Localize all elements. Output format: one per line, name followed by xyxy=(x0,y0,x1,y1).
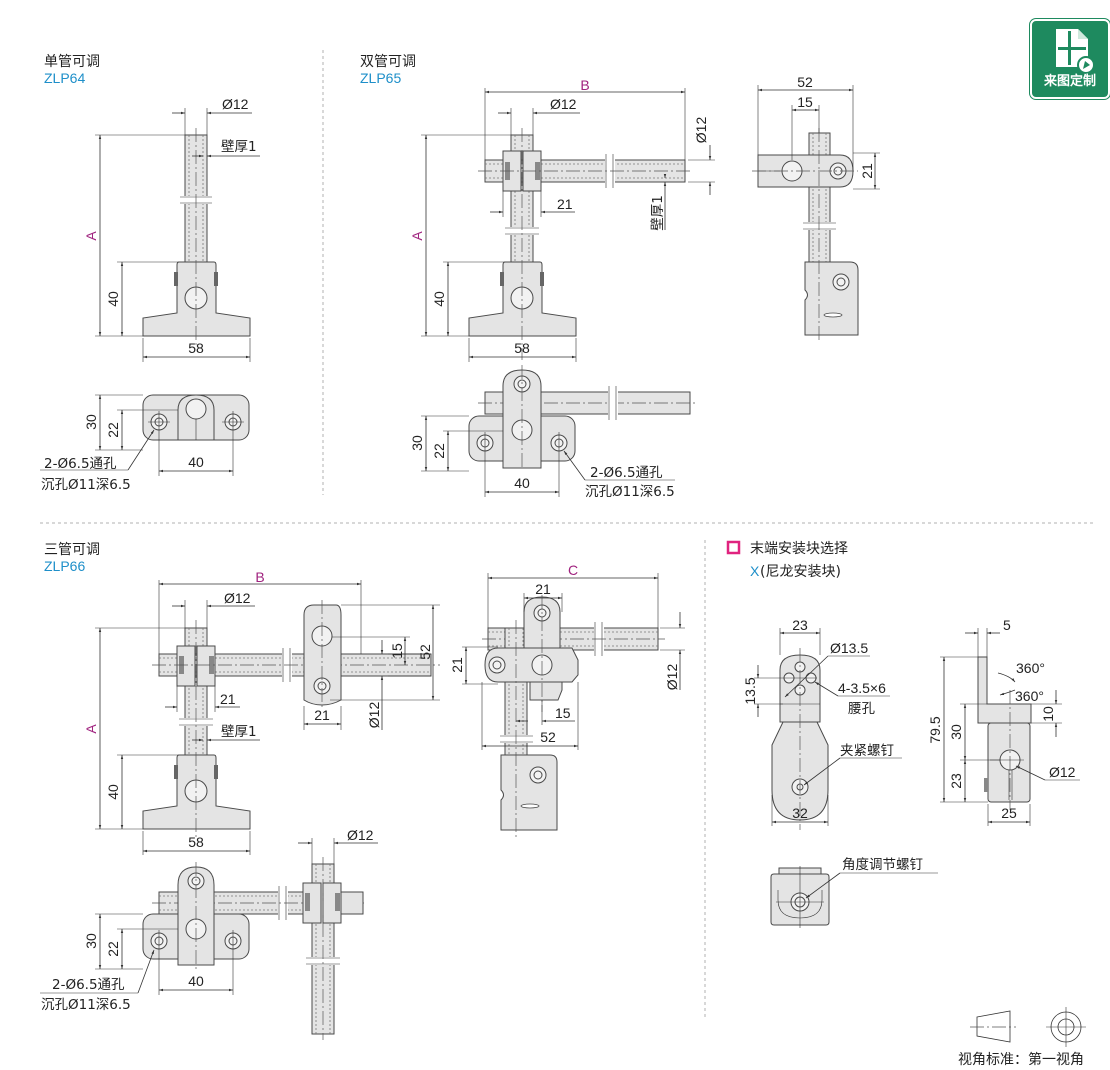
selection-marker-icon xyxy=(726,540,741,555)
product-code: ZLP66 xyxy=(44,558,85,574)
dim-side-21-left: 21 xyxy=(449,657,465,673)
side-view: C 21 21 15 52 Ø12 xyxy=(449,562,685,838)
dim-21: 21 xyxy=(220,691,236,707)
end-block-front-view: 23 Ø13.5 13.5 4-3.5×6 腰孔 夹紧螺钉 32 xyxy=(742,617,902,830)
dim-diameter-13-5: Ø13.5 xyxy=(830,640,868,656)
badge-label: 来图定制 xyxy=(1043,74,1096,89)
dim-22: 22 xyxy=(105,422,121,438)
dim-22: 22 xyxy=(431,443,447,459)
rotation-360-inner: 360° xyxy=(1015,688,1044,704)
side-view: 52 15 21 xyxy=(752,74,880,340)
dim-21: 21 xyxy=(557,196,573,212)
end-block-side-view: 5 360° 360° 79.5 30 23 10 Ø12 xyxy=(927,617,1080,826)
dim-side-15: 15 xyxy=(555,705,571,721)
dim-wall-thickness: 壁厚1 xyxy=(221,139,257,155)
dim-clamp-15: 15 xyxy=(389,643,405,659)
dim-32: 32 xyxy=(792,805,808,821)
dim-13-5: 13.5 xyxy=(742,677,758,704)
dim-height-40: 40 xyxy=(105,291,121,307)
dim-height-40: 40 xyxy=(105,784,121,800)
option-description: (尼龙安装块) xyxy=(760,564,841,580)
dim-A: A xyxy=(83,231,99,241)
dim-diameter: Ø12 xyxy=(222,96,249,112)
dim-wall-thickness: 壁厚1 xyxy=(221,724,257,740)
dim-width-58: 58 xyxy=(188,834,204,850)
dim-23: 23 xyxy=(948,773,964,789)
hole-note-line2: 沉孔Ø11深6.5 xyxy=(41,997,131,1013)
angle-screw-label: 角度调节螺钉 xyxy=(842,857,923,873)
section-zlp65: 双管可调 ZLP65 B Ø12 xyxy=(360,54,880,500)
product-code: ZLP64 xyxy=(44,70,85,86)
custom-drawing-icon xyxy=(1056,29,1095,74)
section-zlp66: 三管可调 ZLP66 B xyxy=(40,542,685,1040)
first-angle-circle-icon xyxy=(1046,1007,1086,1047)
rotation-360-outer: 360° xyxy=(1016,660,1045,676)
dim-23: 23 xyxy=(792,617,808,633)
section-title: 双管可调 xyxy=(360,54,416,70)
hole-note-line2: 沉孔Ø11深6.5 xyxy=(41,477,131,493)
dim-40: 40 xyxy=(188,973,204,989)
dim-22: 22 xyxy=(105,941,121,957)
dim-40: 40 xyxy=(514,475,530,491)
dim-clamp-52: 52 xyxy=(417,644,433,660)
top-view: Ø12 30 22 40 2-Ø6.5通孔 沉孔Ø11深6.5 xyxy=(40,827,378,1040)
dim-B: B xyxy=(580,77,589,93)
dim-21: 21 xyxy=(859,163,875,179)
hole-note-line1: 2-Ø6.5通孔 xyxy=(590,465,663,481)
dim-width-58: 58 xyxy=(514,340,530,356)
dim-side-21-top: 21 xyxy=(535,581,551,597)
product-code: ZLP65 xyxy=(360,70,401,86)
front-view: B Ø12 21 Ø12 壁厚1 A 40 xyxy=(409,77,715,362)
section-end-block: 末端安装块选择 X (尼龙安装块) 23 Ø13.5 13.5 xyxy=(726,540,1080,928)
projection-label: 视角标准：第一视角 xyxy=(958,1051,1084,1068)
dim-slot-label: 腰孔 xyxy=(848,701,876,717)
section-title: 单管可调 xyxy=(44,54,100,70)
top-view: 30 22 40 2-Ø6.5通孔 沉孔Ø11深6.5 xyxy=(409,365,695,500)
first-angle-cone-icon xyxy=(976,1010,1011,1043)
dim-52: 52 xyxy=(797,74,813,90)
dim-width-58: 58 xyxy=(188,340,204,356)
option-code: X xyxy=(750,563,760,579)
dim-C: C xyxy=(568,562,578,578)
section-zlp64: 单管可调 ZLP64 Ø12 壁厚1 A xyxy=(40,54,260,493)
clamp-screw-label: 夹紧螺钉 xyxy=(840,743,894,759)
dim-5: 5 xyxy=(1003,617,1011,633)
dim-clamp-21: 21 xyxy=(314,707,330,723)
top-view: 30 22 40 2-Ø6.5通孔 沉孔Ø11深6.5 xyxy=(40,394,250,493)
dim-height-40: 40 xyxy=(431,291,447,307)
front-view: Ø12 壁厚1 A 40 58 xyxy=(83,96,260,362)
custom-drawing-badge[interactable]: 来图定制 xyxy=(1030,19,1110,99)
dim-40: 40 xyxy=(188,454,204,470)
hole-note-line2: 沉孔Ø11深6.5 xyxy=(585,484,675,500)
dim-B: B xyxy=(255,569,264,585)
dim-wall-thickness: 壁厚1 xyxy=(650,195,666,231)
dim-30: 30 xyxy=(409,435,425,451)
section-title: 末端安装块选择 xyxy=(750,541,848,557)
dim-30: 30 xyxy=(83,933,99,949)
section-title: 三管可调 xyxy=(44,542,100,558)
dim-A: A xyxy=(409,231,425,241)
dim-diameter: Ø12 xyxy=(224,590,251,606)
dim-10: 10 xyxy=(1040,706,1056,722)
dim-A: A xyxy=(83,724,99,734)
end-block-bottom-view: 角度调节螺钉 xyxy=(770,857,938,928)
projection-symbol: 视角标准：第一视角 xyxy=(958,1007,1086,1068)
dim-30: 30 xyxy=(83,414,99,430)
front-view: B Ø12 21 壁厚1 A 40 58 xyxy=(83,569,440,855)
hole-note-line1: 2-Ø6.5通孔 xyxy=(44,456,117,472)
dim-diameter-vertical: Ø12 xyxy=(693,117,709,144)
dim-diameter: Ø12 xyxy=(550,96,577,112)
dim-slot: 4-3.5×6 xyxy=(838,680,886,696)
dim-15: 15 xyxy=(797,94,813,110)
dim-25: 25 xyxy=(1001,805,1017,821)
dim-30: 30 xyxy=(948,724,964,740)
dim-side-diameter: Ø12 xyxy=(664,664,680,691)
dim-clamp-diameter: Ø12 xyxy=(366,702,382,729)
dim-diameter-12: Ø12 xyxy=(1049,764,1076,780)
dim-side-52: 52 xyxy=(540,729,556,745)
hole-note-line1: 2-Ø6.5通孔 xyxy=(52,977,125,993)
dim-bottom-diameter: Ø12 xyxy=(347,827,374,843)
dim-79-5: 79.5 xyxy=(927,716,943,743)
